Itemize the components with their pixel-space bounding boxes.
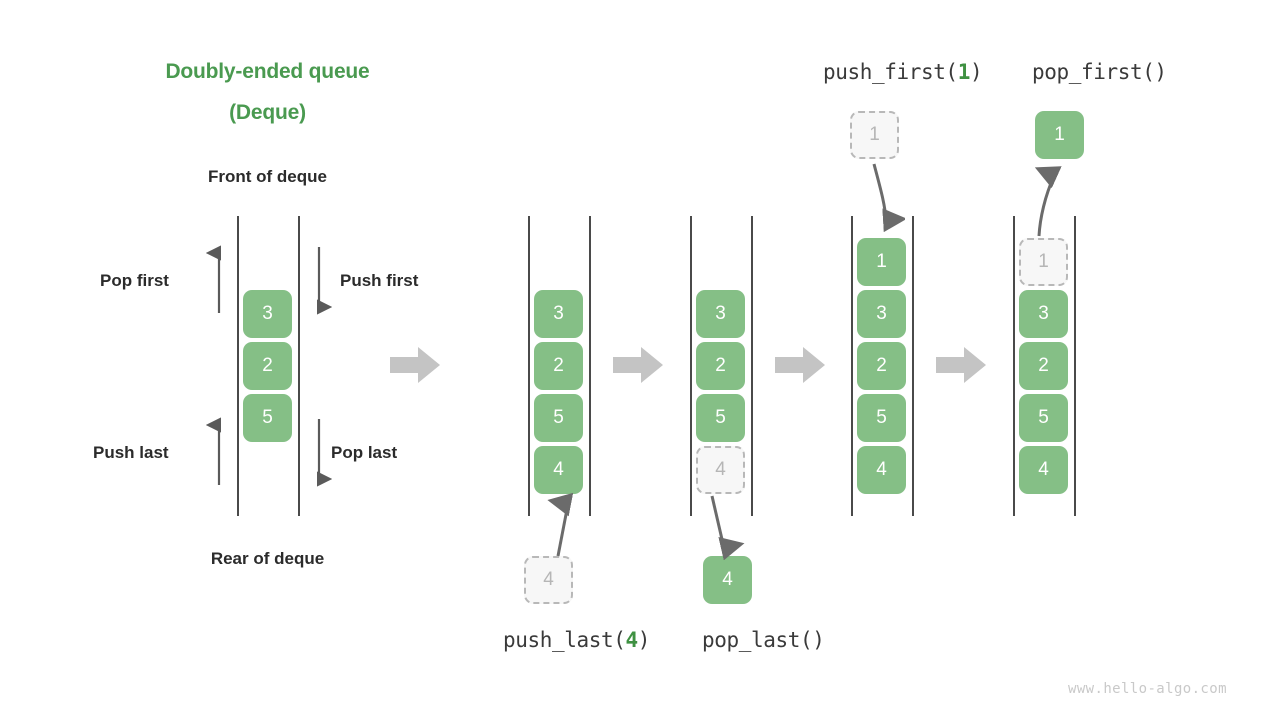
deque-cell: 4 [857,446,906,494]
transition-arrow-icon [390,347,440,383]
pop-last-motion-arrow-icon [710,495,745,560]
push-last-label: Push last [93,443,169,462]
deque-cell: 4 [534,446,583,494]
push-last-op-close: ) [637,628,651,652]
incoming-element-ghost: 1 [850,111,899,159]
deque-cell: 2 [243,342,292,390]
deque-cell: 5 [243,394,292,442]
deque-cell: 1 [857,238,906,286]
deque-cell: 5 [696,394,745,442]
pop-last-operation-label: pop_last() [702,628,825,652]
push-last-op-arg: 4 [625,628,638,652]
deque-cell: 2 [1019,342,1068,390]
push-first-op-arg: 1 [957,60,971,84]
push-first-operation-label: push_first(1) [823,60,983,84]
page-title-line1: Doubly-ended queue [165,60,370,83]
pop-first-op-name: pop_first() [1032,60,1167,84]
page-title-line2: (Deque) [229,101,306,124]
push-first-arrow-icon [316,247,333,315]
deque-rail-right-3 [751,216,753,516]
pop-last-op-name: pop_last() [702,628,825,652]
deque-cell: 3 [857,290,906,338]
pop-last-label: Pop last [331,443,398,462]
push-first-label: Push first [340,271,419,290]
deque-cell: 3 [1019,290,1068,338]
deque-cell: 3 [534,290,583,338]
pop-first-operation-label: pop_first() [1032,60,1167,84]
deque-cell-removed-ghost: 1 [1019,238,1068,286]
deque-cell: 2 [857,342,906,390]
deque-cell: 3 [243,290,292,338]
popped-element: 1 [1035,111,1084,159]
watermark: www.hello-algo.com [1068,681,1227,697]
push-last-arrow-icon [205,417,222,485]
transition-arrow-icon [936,347,986,383]
deque-rail-left-3 [690,216,692,516]
deque-rail-right-5 [1074,216,1076,516]
push-first-op-close: ) [969,60,983,84]
deque-cell: 2 [696,342,745,390]
pop-first-motion-arrow-icon [1034,166,1062,237]
deque-cell: 5 [1019,394,1068,442]
pop-first-arrow-icon [205,245,222,313]
deque-rail-right-2 [589,216,591,516]
deque-cell: 4 [1019,446,1068,494]
transition-arrow-icon [775,347,825,383]
incoming-element-ghost: 4 [524,556,573,604]
rear-of-deque-label: Rear of deque [210,549,325,568]
popped-element: 4 [703,556,752,604]
push-last-operation-label: push_last(4) [503,628,650,652]
deque-rail-left-1 [237,216,239,516]
deque-rail-left-5 [1013,216,1015,516]
deque-cell: 5 [857,394,906,442]
pop-last-arrow-icon [316,419,333,487]
front-of-deque-label: Front of deque [208,167,327,186]
deque-rail-left-2 [528,216,530,516]
push-last-op-name: push_last( [503,628,626,652]
deque-cell-removed-ghost: 4 [696,446,745,494]
push-first-motion-arrow-icon [872,163,905,233]
deque-cell: 5 [534,394,583,442]
deque-rail-right-4 [912,216,914,516]
deque-cell: 3 [696,290,745,338]
deque-rail-right-1 [298,216,300,516]
deque-rail-left-4 [851,216,853,516]
transition-arrow-icon [613,347,663,383]
pop-first-label: Pop first [100,271,169,290]
push-first-op-name: push_first( [823,60,958,84]
push-last-motion-arrow-icon [547,492,574,557]
deque-cell: 2 [534,342,583,390]
